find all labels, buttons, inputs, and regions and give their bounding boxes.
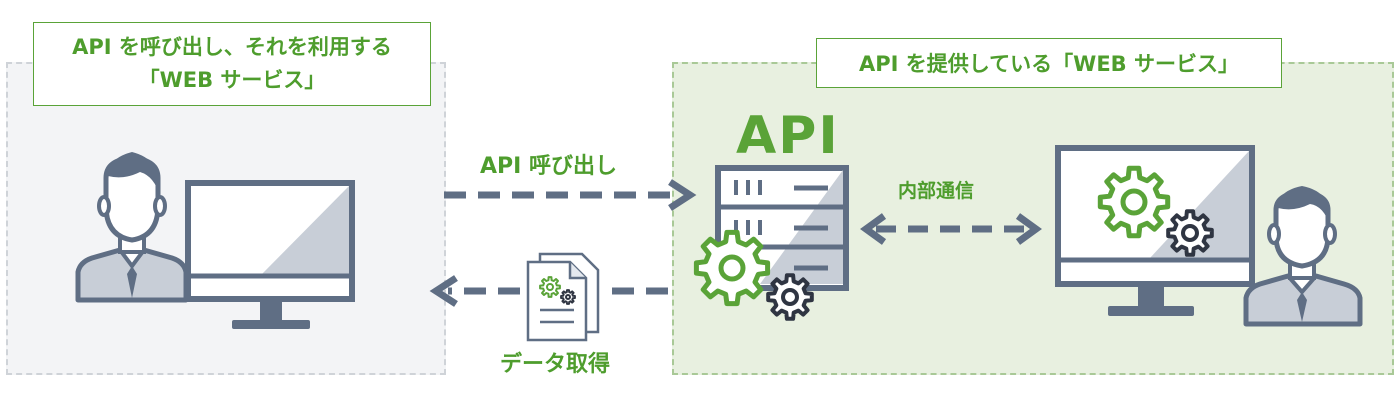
user-icon bbox=[75, 152, 189, 303]
internal-comm-arrow bbox=[860, 213, 1042, 245]
monitor-icon bbox=[1055, 145, 1255, 316]
consumer-service-title: API を呼び出し、それを利用する 「WEB サービス」 bbox=[33, 22, 431, 106]
api-server-label: API bbox=[736, 106, 840, 166]
consumer-title-line1: API を呼び出し、それを利用する bbox=[72, 35, 392, 59]
data-fetch-arrow bbox=[429, 275, 668, 307]
provider-service-title: API を提供している「WEB サービス」 bbox=[816, 38, 1282, 88]
data-fetch-label: データ取得 bbox=[500, 352, 611, 377]
api-call-arrow bbox=[444, 179, 697, 211]
gear-icon bbox=[539, 276, 561, 298]
consumer-title-line2: 「WEB サービス」 bbox=[138, 68, 326, 92]
gear-icon bbox=[1097, 165, 1171, 239]
gear-icon bbox=[1166, 209, 1214, 257]
gear-icon bbox=[693, 229, 771, 307]
gear-icon bbox=[560, 289, 576, 305]
monitor-icon bbox=[185, 180, 355, 329]
gear-icon bbox=[766, 273, 814, 321]
user-icon bbox=[1243, 186, 1363, 327]
api-call-label: API 呼び出し bbox=[480, 154, 617, 179]
internal-comm-label: 内部通信 bbox=[898, 180, 975, 202]
